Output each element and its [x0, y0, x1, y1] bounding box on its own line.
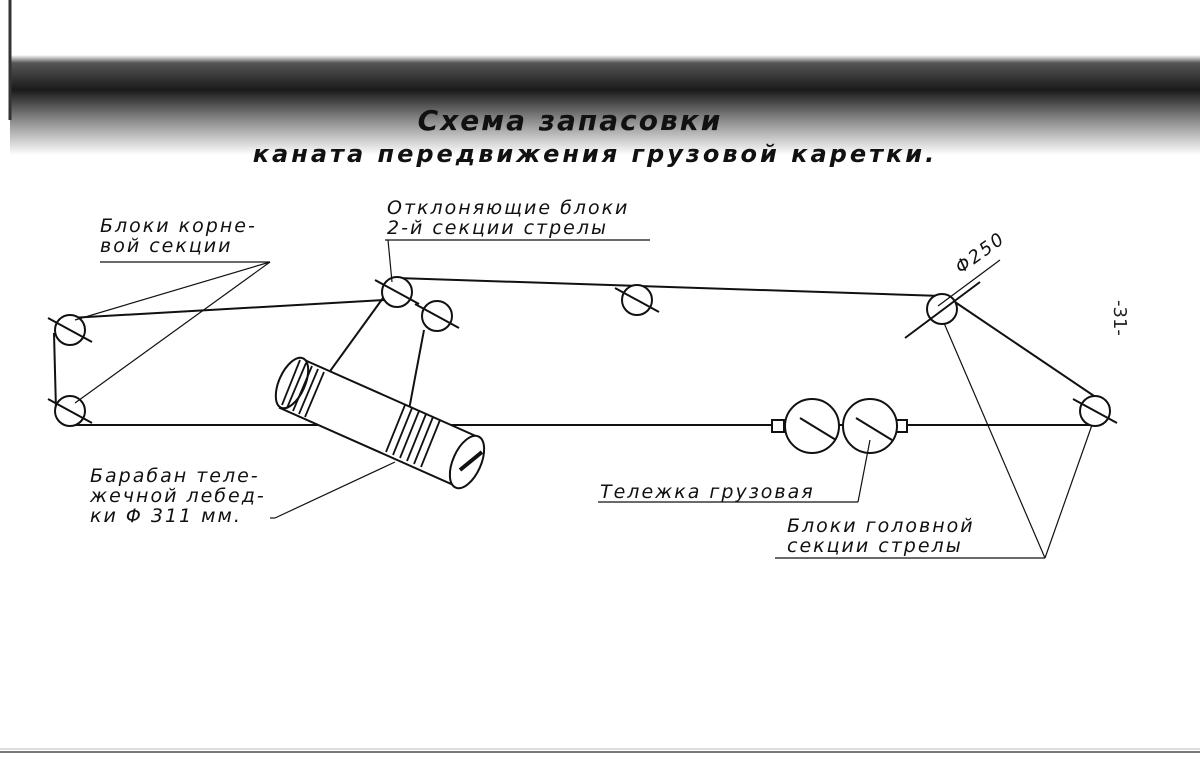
label-drum-line-1: Барабан теле-	[90, 465, 260, 487]
sheave-deflect-2	[414, 300, 460, 332]
label-deflecting-blocks-line-2: 2-й секции стрелы	[387, 217, 609, 239]
sheave-root-lower	[47, 395, 93, 427]
label-root-blocks-line-1: Блоки корне-	[100, 215, 257, 237]
trolley	[771, 398, 908, 454]
label-root-blocks-line-2: вой секции	[100, 235, 233, 257]
sheaves	[47, 276, 1118, 427]
winch-drum	[274, 356, 486, 490]
sheave-head-upper	[904, 281, 981, 339]
sheave-root-upper	[47, 314, 93, 346]
page-number: -31-	[1109, 300, 1130, 336]
label-head-blocks-line-1: Блоки головной	[787, 515, 975, 537]
leader-drum	[274, 461, 396, 519]
leader-root-1	[74, 261, 271, 321]
leader-deflect	[387, 239, 393, 283]
rope-right-diagonal	[951, 299, 1101, 401]
diagram-subtitle: каната передвижения грузовой каретки.	[252, 140, 938, 168]
label-root-blocks: Блоки корне- вой секции	[100, 216, 257, 256]
rope-left	[53, 332, 57, 411]
leader-root-2	[74, 261, 271, 404]
sheave-deflect-1	[374, 276, 420, 308]
label-head-blocks: Блоки головной секции стрелы	[787, 516, 975, 556]
label-drum-line-3: ки Φ 311 мм.	[90, 505, 242, 527]
leader-head-1	[943, 322, 1046, 559]
label-trolley: Тележка грузовая	[600, 481, 815, 503]
label-deflecting-blocks: Отклоняющие блоки 2-й секции стрелы	[387, 198, 629, 238]
leader-diameter	[937, 259, 1001, 307]
rope-drum-right	[407, 329, 425, 416]
label-head-blocks-line-2: секции стрелы	[787, 535, 963, 557]
leader-lines	[74, 239, 1093, 559]
sheave-head-lower	[1072, 395, 1118, 427]
diagram-title: Схема запасовки	[417, 104, 723, 137]
rope-path	[53, 277, 1101, 426]
rope-left-top	[69, 299, 386, 319]
rope-top	[396, 277, 943, 297]
sheave-support	[614, 284, 660, 316]
label-drum: Барабан теле- жечной лебед- ки Φ 311 мм.	[90, 466, 266, 526]
leader-trolley	[857, 439, 871, 503]
label-deflecting-blocks-line-1: Отклоняющие блоки	[387, 197, 630, 219]
leader-head-2	[1044, 424, 1093, 559]
label-drum-line-2: жечной лебед-	[90, 485, 266, 507]
